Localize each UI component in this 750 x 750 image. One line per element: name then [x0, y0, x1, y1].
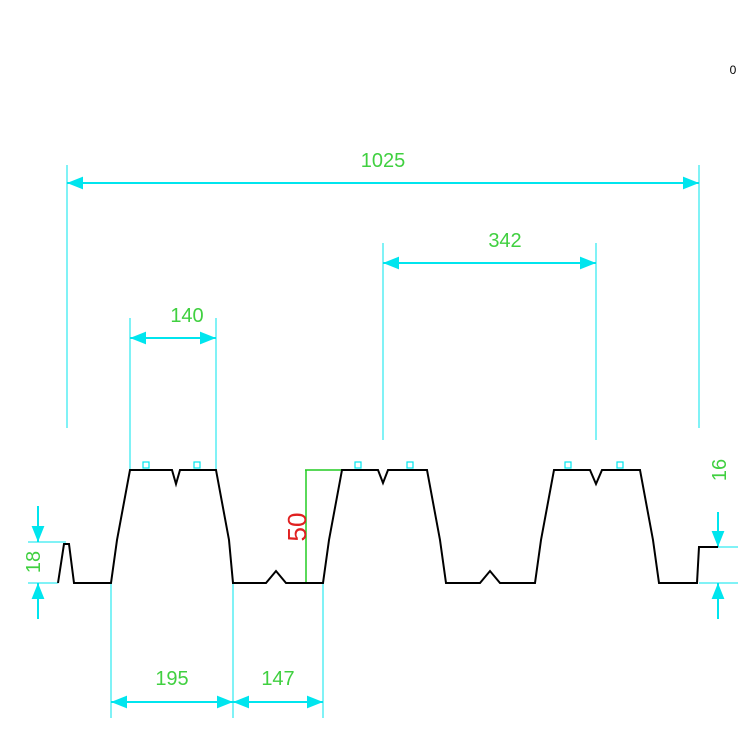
embossment-marks [142, 461, 624, 469]
extension-lines [28, 165, 738, 718]
rib-height-label: 50 [282, 513, 312, 542]
left-edge-height-label: 18 [23, 551, 45, 573]
deck-profile [57, 469, 718, 584]
right-edge-height-label: 16 [709, 459, 731, 481]
bottom-width-b-label: 147 [261, 668, 294, 690]
corner-marker: 0 [730, 63, 737, 77]
rib-pitch-label: 342 [488, 230, 521, 252]
dimension-lines [31, 176, 725, 709]
overall-width-label: 1025 [361, 150, 406, 172]
top-flange-label: 140 [170, 305, 203, 327]
bottom-width-a-label: 195 [155, 668, 188, 690]
